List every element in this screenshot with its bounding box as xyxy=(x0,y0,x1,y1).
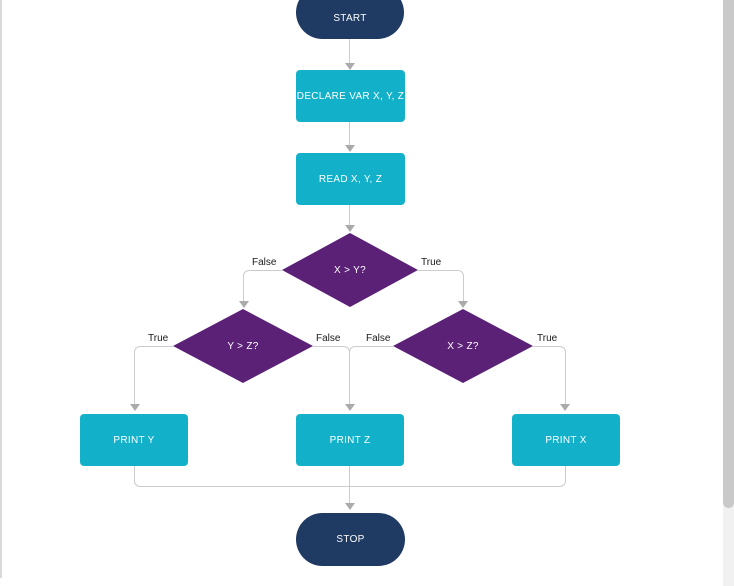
node-declare-label: DECLARE VAR X, Y, Z xyxy=(296,90,405,102)
connector-start-declare xyxy=(349,39,350,64)
node-print-y-label: PRINT Y xyxy=(113,434,155,446)
scrollbar-thumb[interactable] xyxy=(723,0,734,508)
node-print-z-label: PRINT Z xyxy=(329,434,371,446)
node-declare[interactable]: DECLARE VAR X, Y, Z xyxy=(296,70,405,122)
node-decision-y-gt-z[interactable]: Y > Z? xyxy=(173,309,313,383)
node-start-label: START xyxy=(333,13,367,24)
node-decision-x-gt-y[interactable]: X > Y? xyxy=(282,233,418,307)
arrowhead-stop xyxy=(345,503,355,510)
connector-print-x-merge xyxy=(350,466,566,487)
connector-xy-false xyxy=(243,270,282,302)
node-start[interactable]: START xyxy=(296,0,404,39)
arrowhead-print-z xyxy=(345,404,355,411)
node-decision-x-gt-y-label: X > Y? xyxy=(334,264,366,276)
node-print-y[interactable]: PRINT Y xyxy=(80,414,188,466)
arrowhead-xy-false xyxy=(239,301,249,308)
node-decision-x-gt-z-label: X > Z? xyxy=(447,340,479,352)
node-stop[interactable]: STOP xyxy=(296,513,405,566)
node-decision-y-gt-z-label: Y > Z? xyxy=(227,340,259,352)
node-read[interactable]: READ X, Y, Z xyxy=(296,153,405,205)
edge-label-xz-false: False xyxy=(366,333,391,344)
canvas-left-border xyxy=(0,0,2,578)
edge-label-xy-true: True xyxy=(421,257,442,268)
connector-declare-read xyxy=(349,122,350,146)
connector-read-decision xyxy=(349,205,350,226)
node-print-x[interactable]: PRINT X xyxy=(512,414,620,466)
edge-label-yz-true: True xyxy=(148,333,169,344)
connector-xz-true xyxy=(533,346,566,405)
node-print-z[interactable]: PRINT Z xyxy=(296,414,404,466)
node-decision-x-gt-z[interactable]: X > Z? xyxy=(393,309,533,383)
edge-label-xz-true: True xyxy=(537,333,558,344)
node-read-label: READ X, Y, Z xyxy=(318,173,383,185)
connector-xy-true xyxy=(418,270,464,302)
node-stop-label: STOP xyxy=(336,534,365,545)
arrowhead-start-declare xyxy=(345,63,355,70)
connector-xz-false xyxy=(349,346,393,358)
connector-yz-true xyxy=(134,346,173,405)
connector-merge-print-z xyxy=(349,356,350,405)
arrowhead-yz-true xyxy=(130,404,140,411)
edge-label-xy-false: False xyxy=(252,257,277,268)
edge-label-yz-false: False xyxy=(316,333,341,344)
node-print-x-label: PRINT X xyxy=(545,434,587,446)
arrowhead-xz-true xyxy=(560,404,570,411)
vertical-scrollbar[interactable] xyxy=(723,0,734,586)
arrowhead-read-decision xyxy=(345,225,355,232)
arrowhead-xy-true xyxy=(458,301,468,308)
connector-yz-false xyxy=(313,346,350,358)
connector-print-z-stop xyxy=(349,466,350,504)
arrowhead-declare-read xyxy=(345,145,355,152)
connector-print-y-merge xyxy=(134,466,350,487)
